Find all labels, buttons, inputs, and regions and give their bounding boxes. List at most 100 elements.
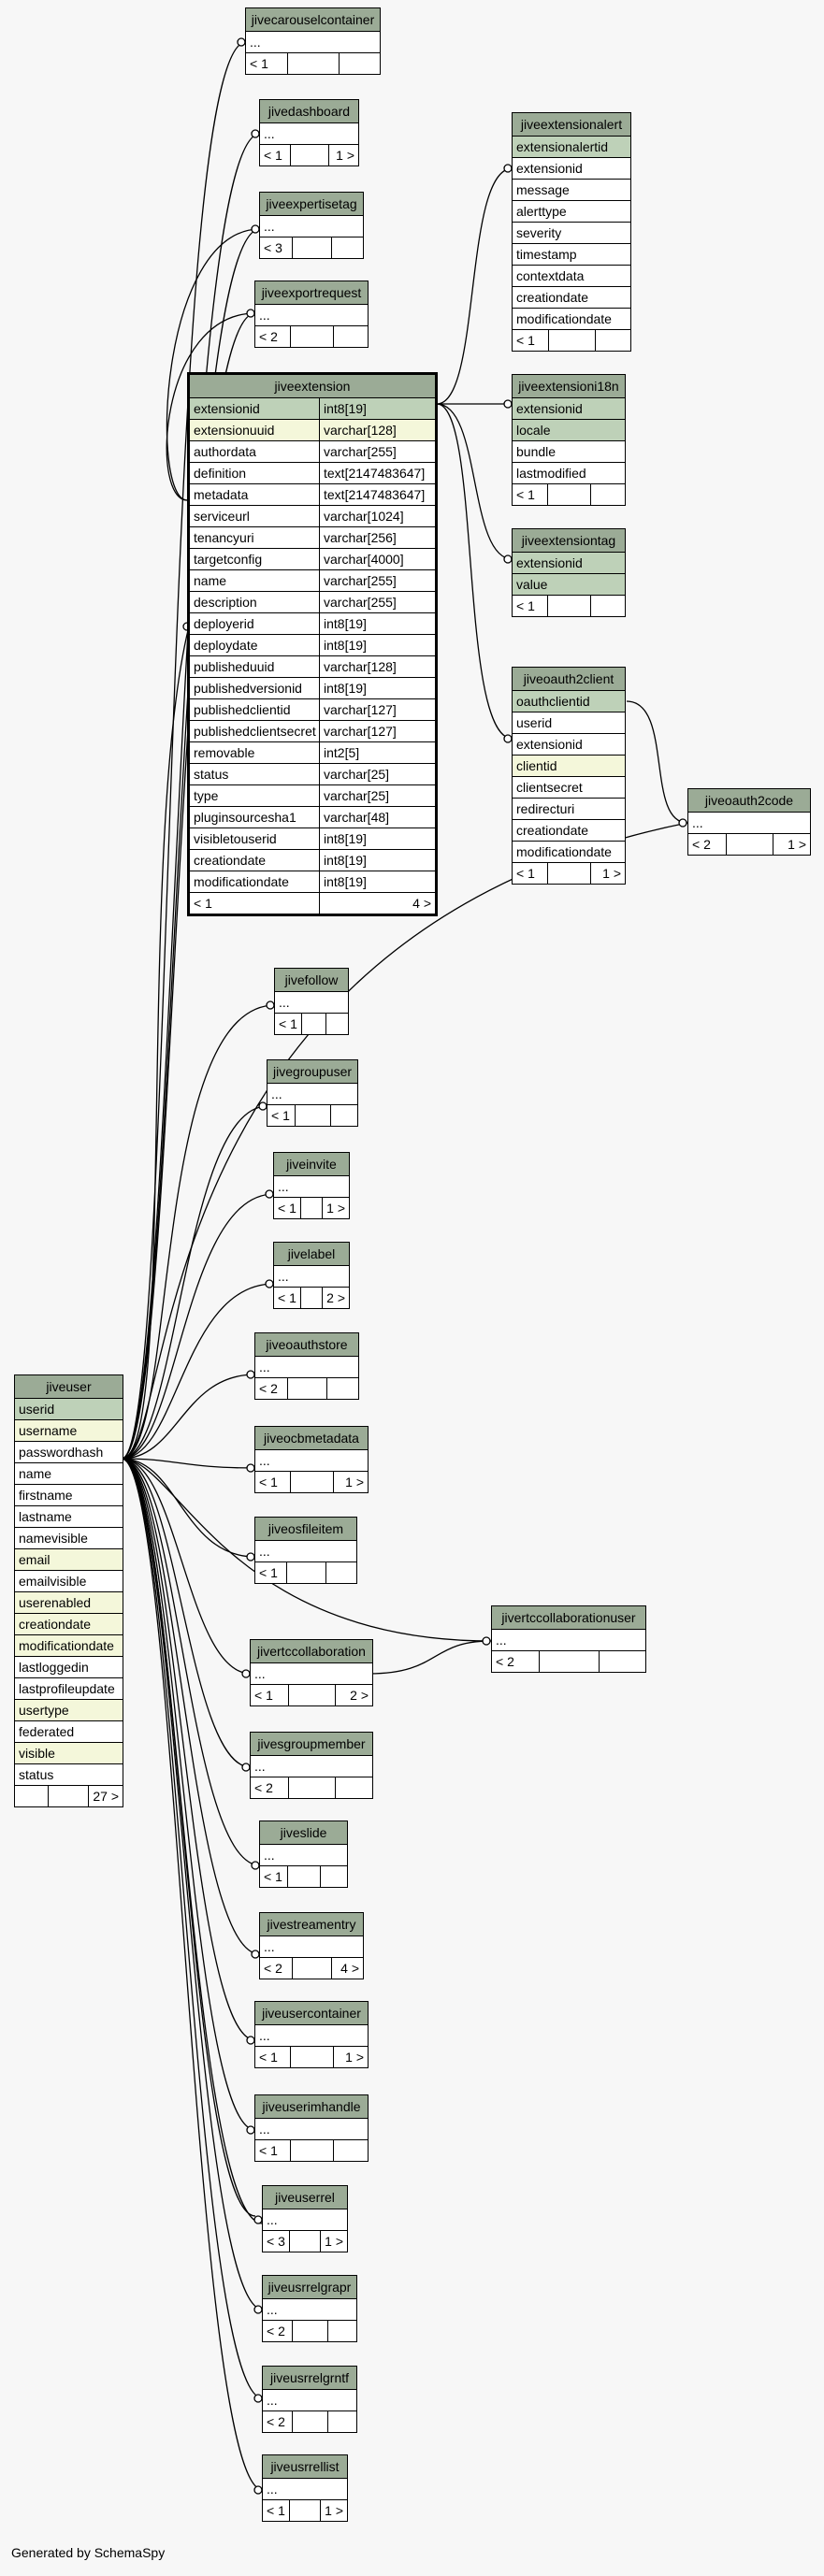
column-name: federated xyxy=(19,1724,75,1739)
table-footer: 27 > xyxy=(15,1786,123,1806)
column-row: creationdate xyxy=(513,820,625,842)
children-count xyxy=(327,2411,356,2432)
table-footer: < 1 xyxy=(513,330,630,351)
column-name: publisheduuid xyxy=(194,659,275,674)
children-count xyxy=(325,1014,348,1034)
parents-count: < 2 xyxy=(254,1780,273,1795)
parents-count: < 1 xyxy=(271,1108,290,1123)
column-name: ... xyxy=(496,1633,507,1648)
column-row: modificationdate xyxy=(513,842,625,863)
children-count: 1 > xyxy=(590,863,625,884)
column-name: description xyxy=(194,595,257,610)
table-jivegroupuser[interactable]: jivegroupuser...< 1 xyxy=(267,1059,358,1127)
table-jiveoauth2code[interactable]: jiveoauth2code...< 2 1 > xyxy=(687,788,811,856)
children-count: 1 > xyxy=(328,145,358,165)
table-footer: < 1 1 > xyxy=(513,863,625,884)
table-jiveslide[interactable]: jiveslide...< 1 xyxy=(259,1820,348,1888)
column-name: emailvisible xyxy=(19,1574,87,1589)
column-name: message xyxy=(516,182,570,197)
table-jiveocbmetadata[interactable]: jiveocbmetadata...< 1 1 > xyxy=(254,1426,369,1493)
column-row: firstname xyxy=(15,1485,123,1506)
footer-spacer xyxy=(547,596,590,616)
column-row: ... xyxy=(274,1176,349,1198)
footer-spacer xyxy=(726,834,773,855)
column-name: name xyxy=(19,1466,52,1481)
table-jiveusercontainer[interactable]: jiveusercontainer...< 1 1 > xyxy=(254,2001,369,2068)
children-count: 4 > xyxy=(331,1958,363,1979)
column-name: extensionid xyxy=(516,555,583,570)
table-jiveinvite[interactable]: jiveinvite...< 1 1 > xyxy=(273,1152,350,1219)
table-header: jiveoauthstore xyxy=(255,1333,358,1357)
column-row: status xyxy=(15,1764,123,1786)
table-footer: < 1 1 > xyxy=(260,145,358,165)
column-name: userid xyxy=(19,1402,55,1417)
table-jiveuserrel[interactable]: jiveuserrel...< 3 1 > xyxy=(262,2185,348,2252)
table-header: jiveoauth2client xyxy=(513,668,625,691)
table-jiveusrrelgrntf[interactable]: jiveusrrelgrntf...< 2 xyxy=(262,2366,357,2433)
table-footer: < 3 xyxy=(260,237,363,258)
column-name: ... xyxy=(264,1848,275,1863)
table-jivesgroupmember[interactable]: jivesgroupmember...< 2 xyxy=(250,1732,373,1799)
table-jiveexpertisetag[interactable]: jiveexpertisetag...< 3 xyxy=(259,192,364,259)
table-footer: < 1 1 > xyxy=(255,2047,368,2067)
column-name: definition xyxy=(194,466,247,481)
column-type: int8[19] xyxy=(319,871,435,892)
table-jiveuserimhandle[interactable]: jiveuserimhandle...< 1 xyxy=(254,2094,369,2162)
column-row: ... xyxy=(255,1357,358,1378)
table-footer: < 1 xyxy=(255,2140,368,2161)
column-name: creationdate xyxy=(194,853,267,868)
table-jivestreamentry[interactable]: jivestreamentry...< 2 4 > xyxy=(259,1912,364,1979)
footer-spacer xyxy=(548,330,595,351)
table-jivecarouselcontainer[interactable]: jivecarouselcontainer...< 1 xyxy=(245,7,381,75)
table-jivedashboard[interactable]: jivedashboard...< 1 1 > xyxy=(259,99,359,166)
parents-count: < 1 xyxy=(194,896,212,911)
column-name: publishedclientid xyxy=(194,702,291,717)
column-row: ... xyxy=(263,2479,347,2500)
table-jivefollow[interactable]: jivefollow...< 1 xyxy=(274,968,349,1035)
column-name: extensionid xyxy=(516,401,583,416)
children-count xyxy=(590,484,625,505)
table-header: jiveslide xyxy=(260,1821,347,1845)
footer-spacer xyxy=(290,145,328,165)
column-name: ... xyxy=(259,308,270,323)
table-footer: < 1 1 > xyxy=(274,1198,349,1218)
table-jiveexportrequest[interactable]: jiveexportrequest...< 2 xyxy=(254,281,369,348)
table-header: jiveusrrellist xyxy=(263,2455,347,2479)
table-jivelabel[interactable]: jivelabel...< 1 2 > xyxy=(273,1242,350,1309)
column-name: email xyxy=(19,1552,51,1567)
column-row: ... xyxy=(275,992,348,1014)
table-jiveoauthstore[interactable]: jiveoauthstore...< 2 xyxy=(254,1332,359,1400)
table-jiveusrrelgrapr[interactable]: jiveusrrelgrapr...< 2 xyxy=(262,2275,357,2342)
column-row: creationdate xyxy=(15,1614,123,1635)
table-jiveosfileitem[interactable]: jiveosfileitem...< 1 xyxy=(254,1517,357,1584)
table-header: jivertccollaboration xyxy=(251,1640,372,1663)
column-name: creationdate xyxy=(516,290,589,305)
column-type: int8[19] xyxy=(319,828,435,849)
table-footer: < 1 xyxy=(513,484,625,505)
table-jivertccollaborationuser[interactable]: jivertccollaborationuser...< 2 xyxy=(491,1605,646,1673)
parents-count: < 1 xyxy=(250,56,268,71)
parents-count: < 1 xyxy=(516,866,535,881)
children-count xyxy=(333,326,368,347)
children-count: 2 > xyxy=(335,1685,372,1705)
table-jivertccollaboration[interactable]: jivertccollaboration...< 1 2 > xyxy=(250,1639,373,1706)
column-type: varchar[25] xyxy=(319,785,435,806)
column-name: modificationdate xyxy=(19,1638,114,1653)
column-row: redirecturi xyxy=(513,799,625,820)
column-name: ... xyxy=(259,1453,270,1468)
table-jiveusrrellist[interactable]: jiveusrrellist...< 1 1 > xyxy=(262,2454,348,2522)
